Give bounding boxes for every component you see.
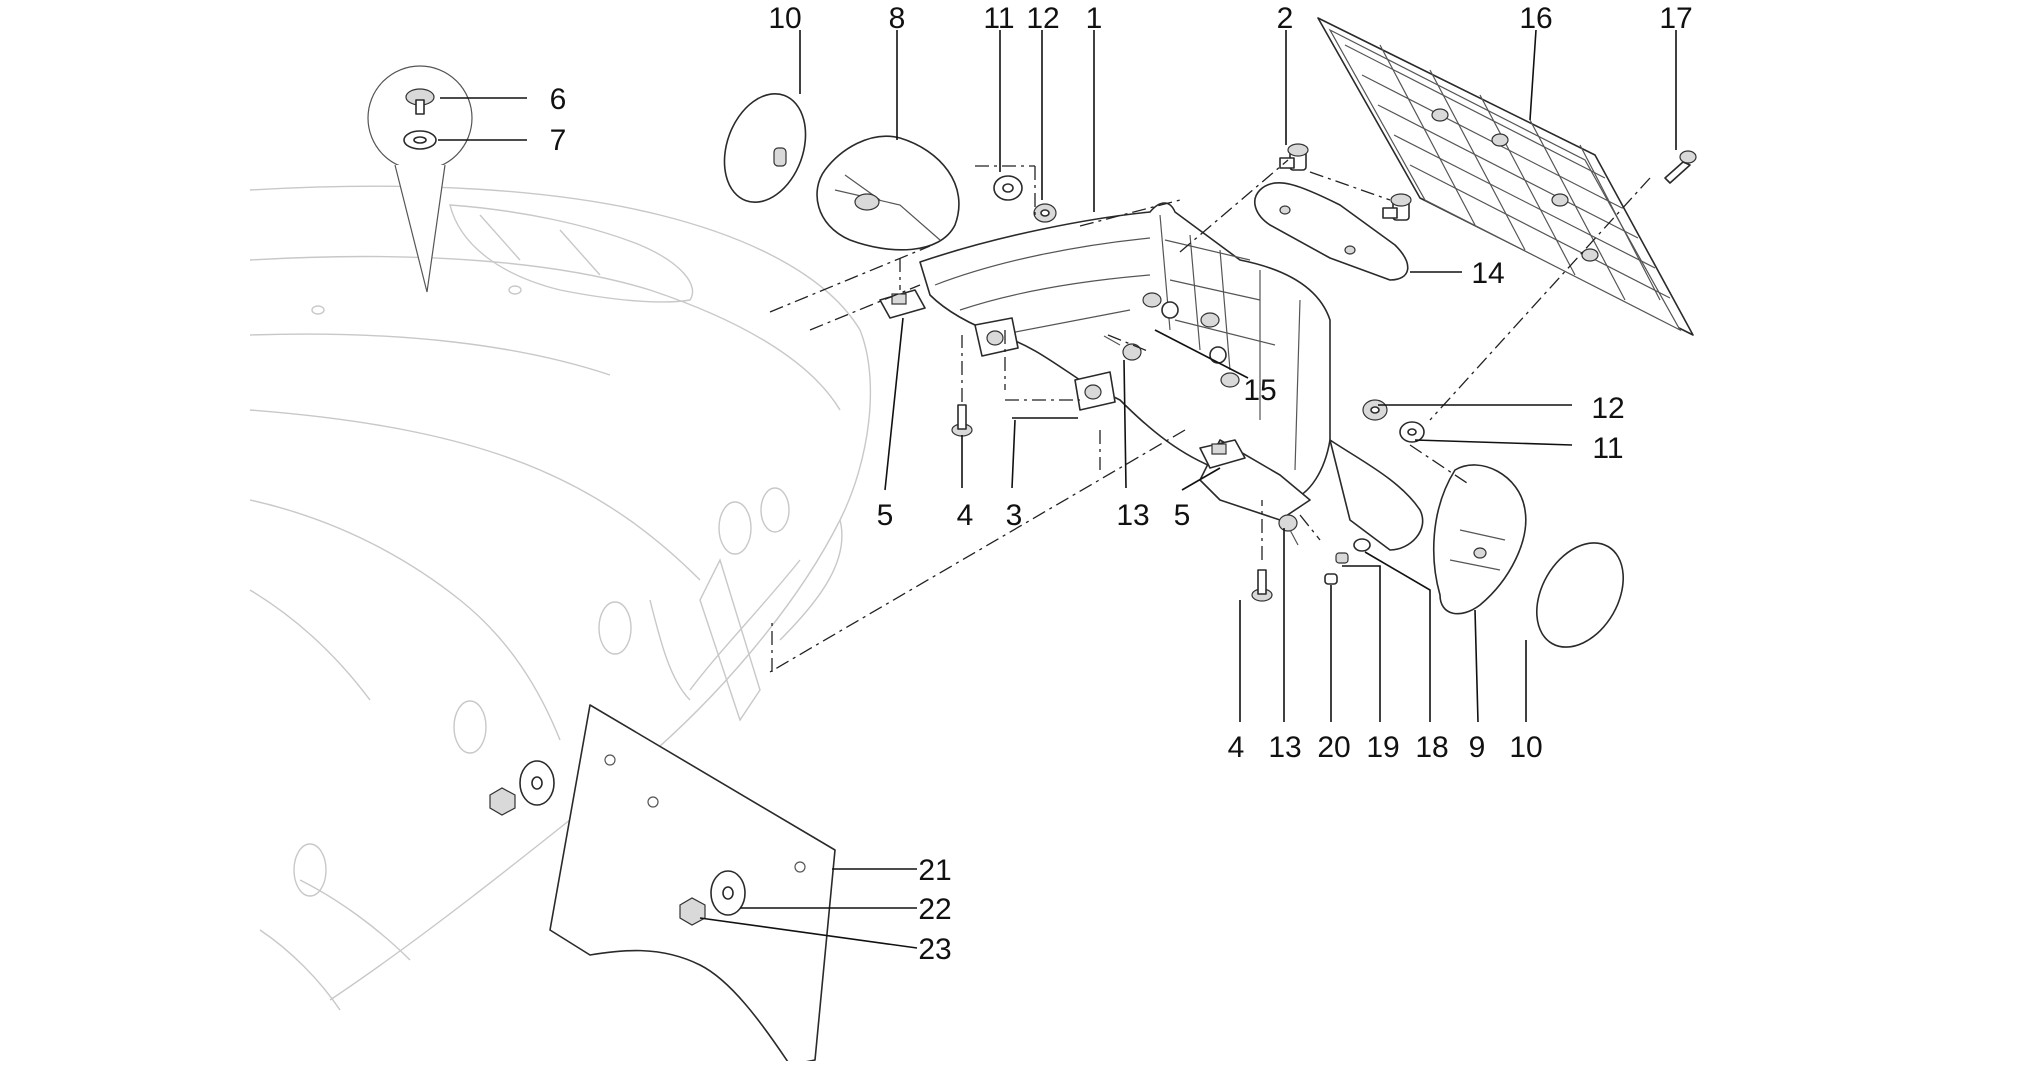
left-lamp-housing <box>816 135 960 251</box>
left-spacer-11 <box>993 175 1023 201</box>
callout-8: 8 <box>889 2 906 35</box>
callout-23: 23 <box>918 933 951 966</box>
leader-lines <box>438 29 1677 949</box>
callout-18: 18 <box>1415 731 1448 764</box>
clip-5-left <box>879 289 926 319</box>
callout-17: 17 <box>1659 2 1692 35</box>
callout-12-top: 12 <box>1026 2 1059 35</box>
right-spacer-11 <box>1399 421 1425 443</box>
license-plate <box>549 704 836 1066</box>
nut-23 <box>489 787 706 926</box>
callout-13-lower: 13 <box>1268 731 1301 764</box>
callout-2: 2 <box>1277 2 1294 35</box>
parts-18-19-20 <box>1324 538 1371 585</box>
callout-11-top: 11 <box>983 2 1014 35</box>
callout-16: 16 <box>1519 2 1552 35</box>
left-lamp-cover <box>723 92 807 204</box>
callout-14: 14 <box>1471 257 1504 290</box>
callout-1: 1 <box>1086 2 1103 35</box>
screw-13-lower <box>1278 514 1299 546</box>
callout-12-right: 12 <box>1591 392 1624 425</box>
screw-13-upper <box>1103 335 1142 361</box>
clip-5-right <box>1199 439 1246 469</box>
plate-holder-frame <box>1317 17 1694 336</box>
callout-11-right: 11 <box>1592 432 1623 465</box>
reflector-holder <box>1254 182 1409 281</box>
callout-4-lower: 4 <box>1228 731 1245 764</box>
callout-7: 7 <box>550 124 567 157</box>
screw-6-icon <box>405 88 435 115</box>
right-lamp-housing <box>1432 464 1527 615</box>
rear-body-outline <box>249 185 872 1011</box>
right-lamp-cover <box>1535 542 1625 648</box>
left-washer-12 <box>1033 203 1057 223</box>
callout-5-left: 5 <box>877 499 894 532</box>
assembly-axes <box>769 159 1651 673</box>
callout-4-upper: 4 <box>957 499 974 532</box>
detail-bubble <box>367 65 473 293</box>
callout-13-upper: 13 <box>1116 499 1149 532</box>
screw-4-right <box>1251 569 1273 602</box>
callout-labels: 10 8 11 12 1 2 16 17 6 7 14 15 12 11 5 4… <box>550 2 1693 966</box>
right-washer-12 <box>1362 399 1388 421</box>
screw-4-left <box>951 404 973 437</box>
washer-7-icon <box>403 130 437 150</box>
washer-22 <box>519 760 746 916</box>
callout-3: 3 <box>1006 499 1023 532</box>
callout-19: 19 <box>1366 731 1399 764</box>
callout-10-right: 10 <box>1509 731 1542 764</box>
callout-21: 21 <box>918 854 951 887</box>
callout-22: 22 <box>918 893 951 926</box>
callout-9: 9 <box>1469 731 1486 764</box>
callout-10-left: 10 <box>768 2 801 35</box>
screw-17 <box>1664 150 1697 184</box>
callout-15: 15 <box>1243 374 1276 407</box>
callout-5-right: 5 <box>1174 499 1191 532</box>
stud-2-upper <box>1279 143 1309 171</box>
callout-20: 20 <box>1317 731 1350 764</box>
clip-3-upper <box>974 317 1019 357</box>
stud-2-lower <box>1382 193 1412 221</box>
callout-6: 6 <box>550 83 567 116</box>
